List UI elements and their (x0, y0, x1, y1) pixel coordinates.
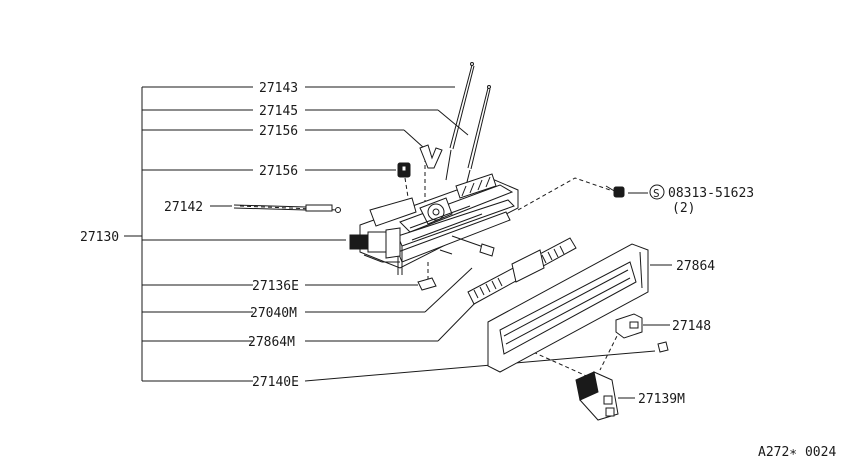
label-27140e: 27140E (252, 375, 299, 390)
assembly-dashes (239, 158, 621, 383)
label-27864: 27864 (676, 259, 715, 274)
knob-27148 (615, 313, 669, 353)
s-circle-symbol (649, 184, 665, 200)
switch-27139m (575, 371, 619, 421)
cable-27142 (233, 204, 341, 213)
control-cables (445, 62, 491, 187)
screw-symbol-label: S (653, 187, 660, 200)
label-27130: 27130 (80, 230, 119, 245)
part-leaders (210, 86, 672, 399)
label-27145: 27145 (259, 104, 298, 119)
label-27148: 27148 (672, 319, 711, 334)
label-27156-lower: 27156 (259, 164, 298, 179)
label-27136e: 27136E (252, 279, 299, 294)
clip-27156-upper (419, 144, 443, 169)
leader-bracket (124, 86, 346, 382)
label-27156-upper: 27156 (259, 124, 298, 139)
finisher-panel-27864 (487, 243, 649, 373)
label-27864m: 27864M (248, 335, 295, 350)
label-27139m: 27139M (638, 392, 685, 407)
label-27040m: 27040M (250, 306, 297, 321)
label-27143: 27143 (259, 81, 298, 96)
control-assembly (349, 173, 519, 275)
clip-27156-lower (397, 162, 411, 178)
figure-reference: A272∗ 0024 (758, 445, 836, 460)
label-27142: 27142 (164, 200, 203, 215)
label-screw-code: 08313-51623 (668, 186, 754, 201)
screw-08313: S (605, 184, 665, 200)
label-screw-qty: (2) (672, 201, 695, 216)
vent-panel-27040m (467, 237, 577, 305)
bracket-27136e (417, 277, 437, 291)
